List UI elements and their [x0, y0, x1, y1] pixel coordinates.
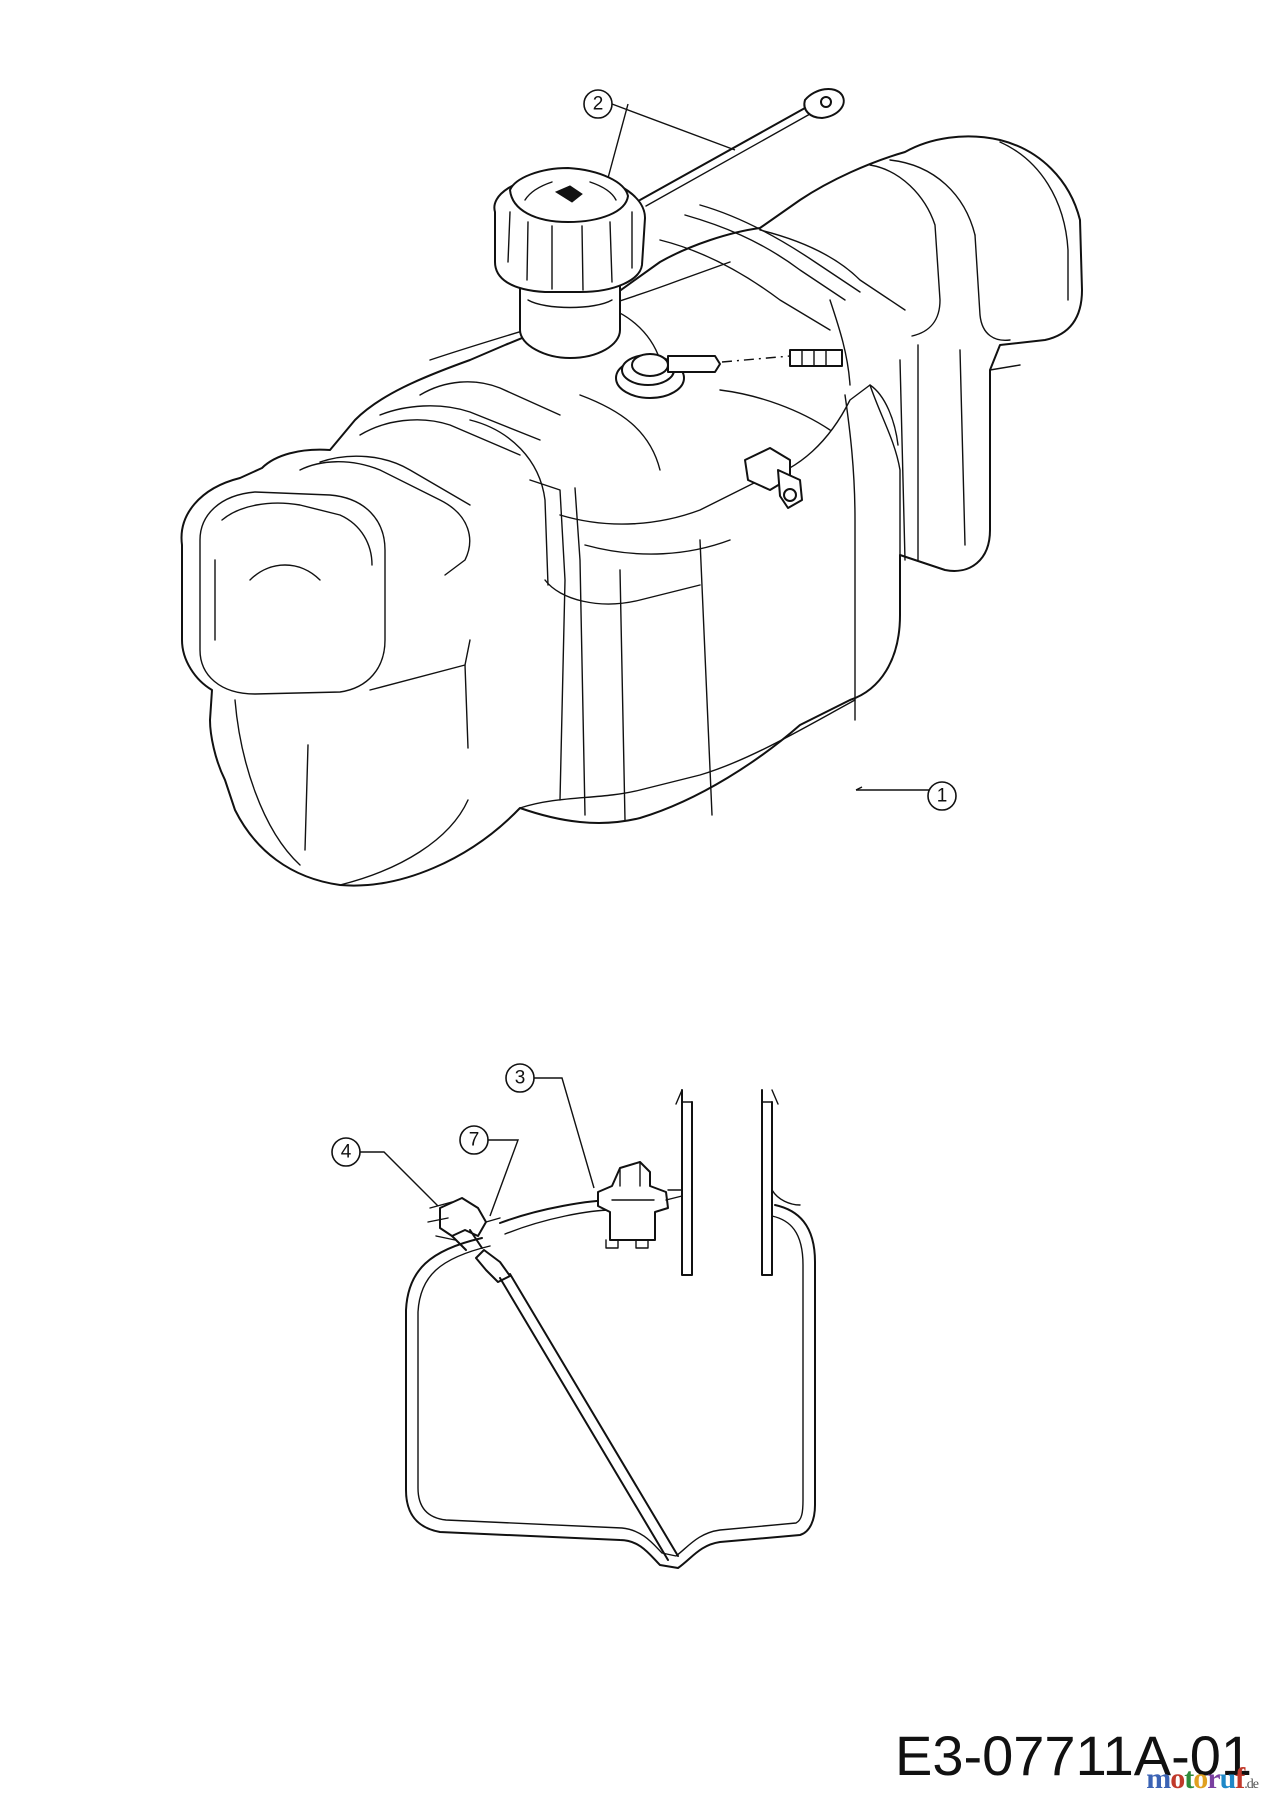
callout-1-label: 1 — [937, 786, 948, 807]
outlet-fitting — [744, 447, 803, 509]
tank-cross-section — [405, 1089, 816, 1569]
callout-3: 3 — [505, 1063, 595, 1189]
callout-2-label: 2 — [593, 94, 604, 115]
callout-4-label: 4 — [341, 1142, 352, 1163]
filler-cap — [493, 167, 646, 359]
watermark-text: motoruf — [1146, 1762, 1245, 1795]
watermark-suffix: .de — [1244, 1777, 1259, 1792]
callout-1: 1 — [855, 781, 957, 811]
callout-7-label: 7 — [469, 1130, 480, 1151]
callout-3-label: 3 — [515, 1068, 526, 1089]
fuel-tank — [180, 135, 1083, 887]
callout-4: 4 — [331, 1137, 439, 1207]
watermark-logo: motoruf.de — [1146, 1762, 1259, 1795]
callout-7: 7 — [459, 1125, 520, 1217]
drawing-number: E3-07711A-01 — [895, 1724, 1252, 1787]
callout-2: 2 — [583, 89, 736, 179]
vent-fitting — [615, 349, 843, 399]
fuel-gauge-rod — [639, 88, 845, 207]
